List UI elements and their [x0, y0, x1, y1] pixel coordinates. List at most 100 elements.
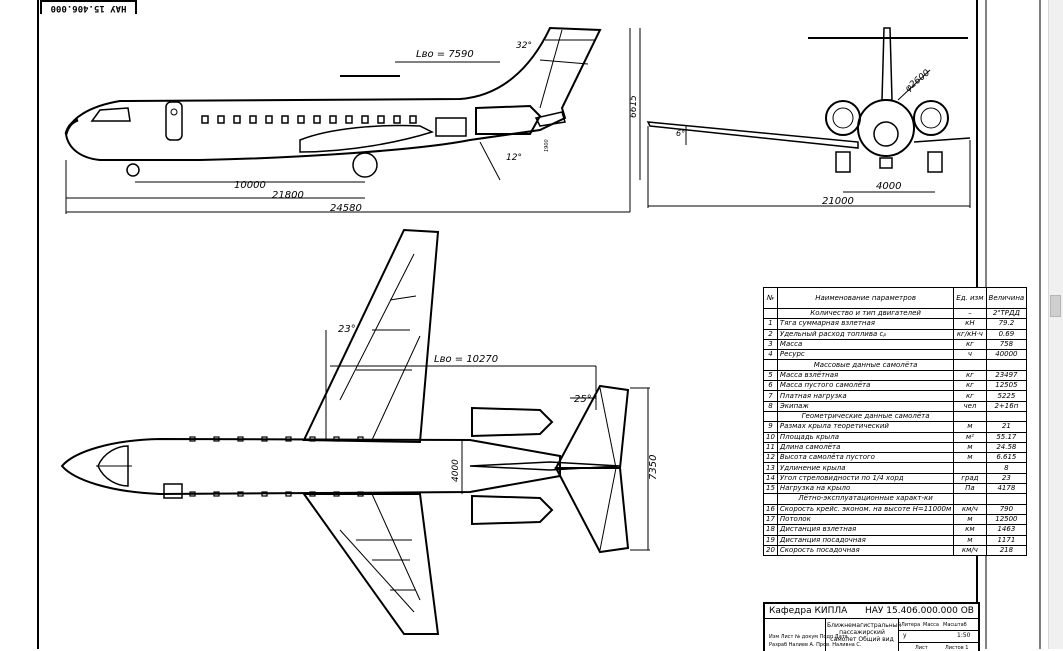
- title-department: Кафедра КИПЛА: [769, 606, 848, 616]
- spec-cell-unit: км/ч: [953, 544, 987, 557]
- spec-cell-number: [763, 307, 778, 320]
- spec-cell-unit: км/ч: [953, 503, 987, 515]
- spec-cell-name: Удельный расход топлива cₚ: [776, 328, 955, 340]
- front-span: 21000: [822, 196, 854, 207]
- spec-cell-value: 12505: [985, 380, 1028, 392]
- spec-cell-name: Потолок: [776, 513, 955, 526]
- front-wing: [646, 121, 971, 149]
- spec-cell-unit: кг: [953, 380, 987, 392]
- spec-cell-name: Платная нагрузка: [776, 390, 955, 402]
- plan-tail-span: 7350: [648, 455, 659, 480]
- spec-cell-unit: м: [953, 513, 987, 526]
- spec-cell-value: 79.2: [985, 318, 1028, 330]
- spec-cell-unit: [953, 493, 987, 505]
- title-block: Кафедра КИПЛА НАУ 15.406.000.000 ОВ Ближ…: [763, 602, 980, 651]
- spec-cell-unit: чел: [953, 400, 987, 412]
- spec-cell-name: Скорость крейс. эконом. на высоте H=1100…: [776, 503, 955, 515]
- spec-cell-unit: [953, 359, 987, 371]
- title-name: Ближнемагистральный пассажирский самолет…: [827, 622, 902, 643]
- spec-table: № Наименование параметров Ед. изм Величи…: [763, 287, 1028, 557]
- spec-cell-name: Дистанция посадочная: [776, 534, 955, 546]
- spec-cell-number: 20: [763, 544, 778, 557]
- front-fuselage: [857, 99, 915, 157]
- front-track: 4000: [876, 181, 901, 192]
- spec-cell-number: 5: [763, 369, 778, 382]
- spec-cell-value: 23497: [985, 369, 1028, 382]
- spec-cell-value: [985, 359, 1028, 371]
- plan-sweep-tail: 25°: [574, 394, 592, 405]
- spec-cell-number: 16: [763, 503, 778, 515]
- spec-cell-value: 12500: [985, 513, 1028, 526]
- spec-cell-name: Скорость посадочная: [776, 544, 955, 557]
- plan-fuselage: [60, 437, 561, 496]
- spec-cell-value: 790: [985, 503, 1028, 515]
- side-engine: [475, 104, 542, 135]
- vertical-scrollbar[interactable]: [1048, 0, 1063, 649]
- spec-cell-value: 1171: [985, 534, 1028, 546]
- title-col-letter: Литера: [901, 622, 921, 628]
- spec-cell-number: 19: [763, 534, 778, 546]
- plan-engine-lower: [471, 494, 554, 526]
- side-small-dim: 1900: [544, 139, 550, 152]
- spec-cell-name: Массовые данные самолёта: [776, 359, 955, 371]
- title-divider: [825, 618, 826, 651]
- spec-cell-value: 758: [985, 338, 1028, 351]
- spec-cell-value: 4178: [985, 483, 1028, 495]
- title-sheets: Листов 1: [945, 645, 969, 651]
- title-row-headers: Изм Лист № докум Подп Дата: [769, 634, 848, 640]
- spec-cell-unit: [953, 462, 987, 474]
- plan-engine-upper: [471, 406, 554, 438]
- plan-fuselage-width: 4000: [451, 459, 461, 482]
- scrollbar-thumb[interactable]: [1050, 295, 1061, 317]
- spec-cell-unit: ч: [953, 349, 987, 361]
- spec-cell-number: 8: [763, 400, 778, 412]
- spec-section-row: Лётно-эксплуатационные характ-ки: [763, 493, 1028, 505]
- spec-cell-name: Дистанция взлетная: [776, 524, 955, 536]
- spec-cell-value: 6.615: [985, 452, 1028, 464]
- spec-cell-name: Площадь крыла: [776, 431, 955, 443]
- spec-cell-name: Экипаж: [776, 400, 955, 412]
- spec-cell-value: 2"ТРДД: [985, 307, 1028, 320]
- spec-cell-name: Тяга суммарная взлетная: [776, 318, 955, 330]
- spec-cell-name: Нагрузка на крыло: [776, 483, 955, 495]
- spec-cell-name: Длина самолёта: [776, 441, 955, 454]
- spec-cell-value: 21: [985, 421, 1028, 433]
- title-divider: [898, 642, 978, 643]
- spec-cell-value: 8: [985, 462, 1028, 474]
- spec-cell-number: 14: [763, 472, 778, 485]
- spec-cell-name: Масса: [776, 338, 955, 351]
- spec-cell-unit: м²: [953, 431, 987, 443]
- spec-cell-unit: кг: [953, 390, 987, 402]
- spec-cell-number: 4: [763, 349, 778, 361]
- spec-section-row: Количество и тип двигателей–2"ТРДД: [763, 307, 1028, 320]
- spec-cell-value: 40000: [985, 349, 1028, 361]
- title-row-authors: Разраб Налиев А. Пров. Наливна С.: [769, 642, 862, 648]
- spec-cell-value: 0.69: [985, 328, 1028, 340]
- spec-cell-unit: Па: [953, 483, 987, 495]
- spec-cell-name: Размах крыла теоретический: [776, 421, 955, 433]
- side-angle-tail: 32°: [516, 41, 532, 51]
- spec-section-row: Геометрические данные самолёта: [763, 410, 1028, 423]
- spec-cell-unit: град: [953, 472, 987, 485]
- side-view: [64, 26, 602, 178]
- spec-cell-unit: [953, 410, 987, 423]
- side-angle-down: 12°: [506, 153, 522, 163]
- plan-sweep-wing: 23°: [338, 324, 356, 335]
- spec-cell-number: 6: [763, 380, 778, 392]
- spec-cell-number: 12: [763, 452, 778, 464]
- spec-cell-value: 5225: [985, 390, 1028, 402]
- spec-cell-name: Масса взлётная: [776, 369, 955, 382]
- side-windows: [201, 115, 417, 124]
- front-dihedral: 6°: [676, 129, 685, 138]
